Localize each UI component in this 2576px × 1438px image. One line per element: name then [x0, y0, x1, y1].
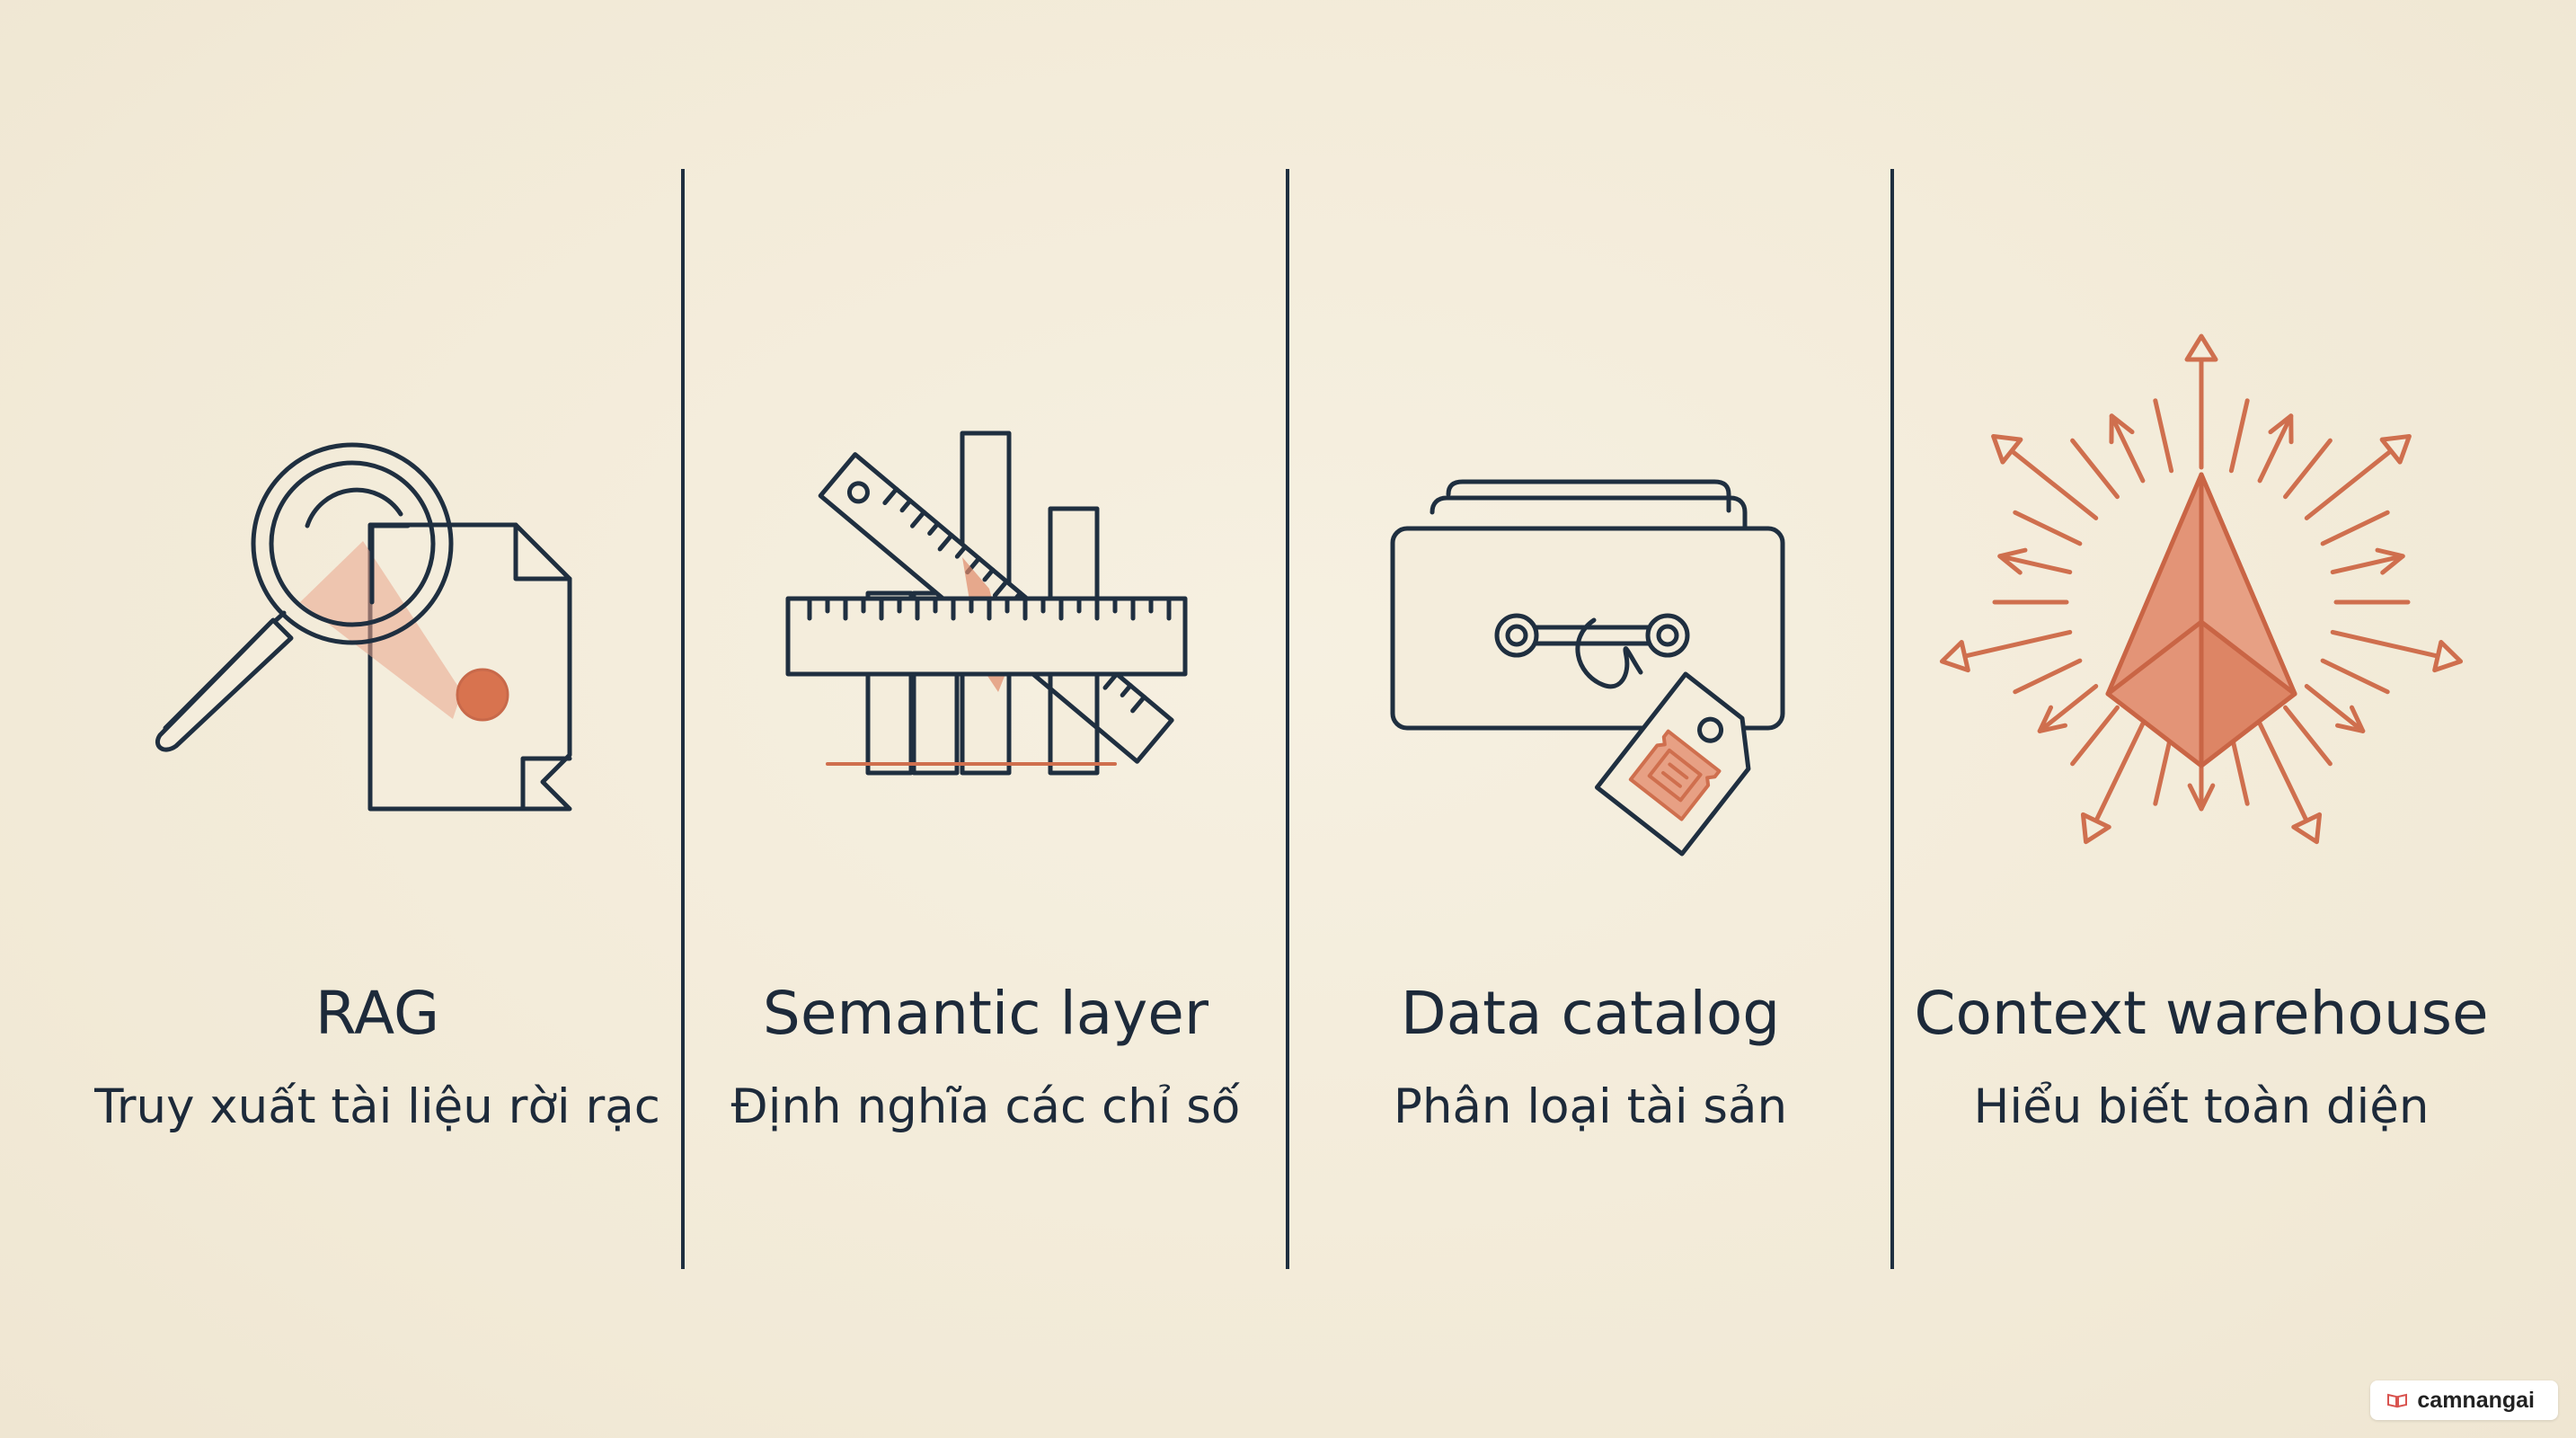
ray-line	[2257, 413, 2294, 484]
ray-arrowhead	[2187, 783, 2216, 812]
ray-line	[2070, 705, 2120, 767]
column-semantic-layer: Semantic layer Định nghĩa các chỉ số	[684, 0, 1288, 1438]
ray-line	[1944, 629, 2073, 663]
column-subtitle: Hiểu biết toàn diện	[1973, 1079, 2430, 1134]
ruler-bar-chart-icon	[684, 333, 1288, 908]
ray-line	[2283, 438, 2333, 500]
ray-arrowhead	[1991, 433, 2023, 465]
ray-line	[2330, 629, 2458, 663]
ray-arrowhead	[2268, 413, 2294, 445]
ray-line	[2070, 438, 2120, 500]
magnifier-document-icon	[75, 333, 679, 908]
ray-line	[2228, 731, 2250, 806]
column-divider	[1890, 169, 1894, 1269]
ray-line	[2013, 510, 2083, 546]
column-data-catalog: Data catalog Phân loại tài sản	[1288, 0, 1892, 1438]
watermark-text: camnangai	[2417, 1387, 2535, 1413]
column-divider	[1286, 169, 1289, 1269]
column-title: Context warehouse	[1914, 979, 2489, 1048]
ray-line	[2109, 413, 2146, 484]
ray-arrowhead	[2432, 639, 2464, 673]
ray-arrowhead	[2080, 812, 2111, 845]
column-title: Semantic layer	[762, 979, 1209, 1048]
ray-line	[2153, 398, 2174, 474]
ray-line	[1997, 554, 2073, 575]
ray-arrowhead	[2109, 413, 2135, 445]
ray-arrowhead	[1997, 547, 2028, 575]
radiating-pyramid-icon	[1899, 333, 2503, 908]
drawer-tag-icon	[1288, 333, 1892, 908]
column-title: Data catalog	[1400, 979, 1781, 1048]
column-rag: RAG Truy xuất tài liệu rời rạc	[75, 0, 679, 1438]
ray-line	[2320, 658, 2390, 695]
ray-line	[2304, 684, 2366, 733]
column-divider	[681, 169, 685, 1269]
ray-arrowhead	[2037, 705, 2067, 733]
ray-line	[1995, 437, 2099, 520]
ray-line	[2085, 721, 2146, 839]
ray-arrowhead	[2291, 812, 2323, 845]
column-subtitle: Phân loại tài sản	[1393, 1079, 1788, 1134]
column-subtitle: Truy xuất tài liệu rời rạc	[94, 1079, 660, 1134]
ray-line	[2153, 731, 2174, 806]
column-subtitle: Định nghĩa các chỉ số	[730, 1079, 1241, 1134]
column-context-warehouse: Context warehouse Hiểu biết toàn diện	[1899, 0, 2503, 1438]
ray-line	[2013, 658, 2083, 695]
ray-line	[2228, 398, 2250, 474]
ray-arrowhead	[2335, 705, 2366, 733]
ray-line	[2037, 684, 2099, 733]
ray-line	[2283, 705, 2333, 767]
ray-arrowhead	[1939, 639, 1970, 673]
ray-line	[2320, 510, 2390, 546]
book-icon	[2387, 1393, 2408, 1408]
ray-arrowhead	[2184, 333, 2218, 362]
ray-line	[2304, 437, 2408, 520]
ray-arrowhead	[2375, 547, 2405, 575]
column-title: RAG	[314, 979, 440, 1048]
ray-arrowhead	[2379, 433, 2412, 465]
ray-line	[2330, 554, 2405, 575]
ray-line	[2257, 721, 2317, 839]
watermark-badge: camnangai	[2370, 1380, 2558, 1420]
